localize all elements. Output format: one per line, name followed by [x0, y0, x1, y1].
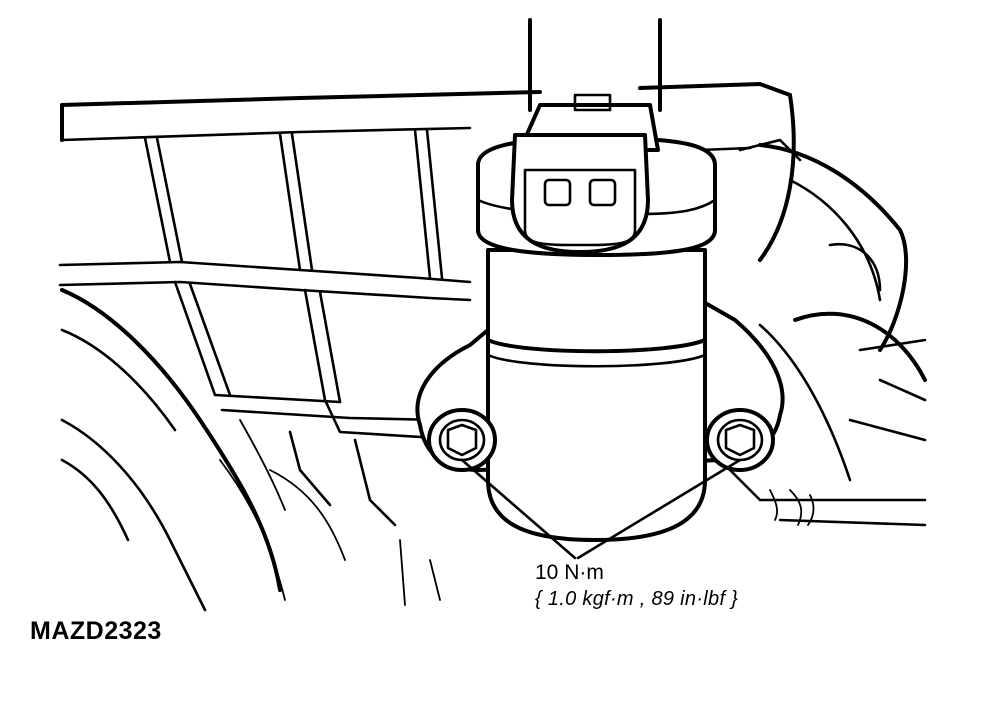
torque-value: 10 N·m	[535, 561, 604, 584]
bolt-right-icon	[705, 408, 775, 472]
intake-manifold-icon	[58, 82, 792, 561]
bolt-left-icon	[427, 408, 497, 472]
connector-icon	[510, 93, 660, 254]
torque-callout: 10 N·m { 1.0 kgf·m , 89 in·lbf }	[535, 560, 738, 612]
wire-harness-icon	[528, 18, 662, 112]
right-housing-icon	[698, 93, 927, 527]
hose-icon	[60, 288, 441, 612]
figure-code: MAZD2323	[30, 617, 162, 645]
torque-alt-units: { 1.0 kgf·m , 89 in·lbf }	[535, 588, 739, 610]
leader-lines	[460, 458, 742, 560]
